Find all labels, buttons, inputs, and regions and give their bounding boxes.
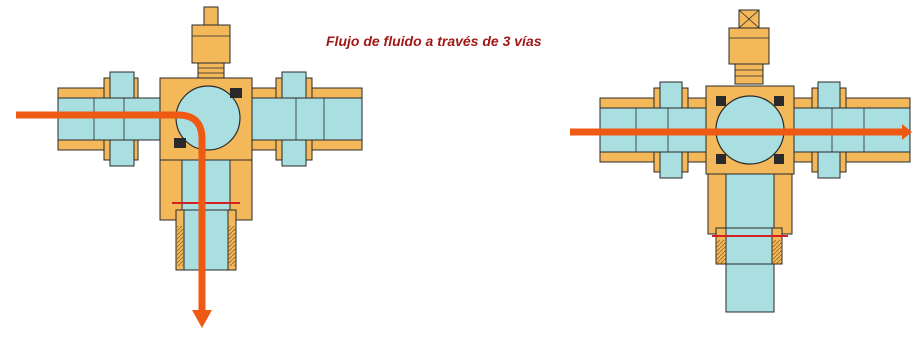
left-valve-body — [159, 77, 253, 161]
left-valve-port-left — [57, 71, 169, 167]
right-valve-port-bottom — [707, 173, 793, 313]
right-valve-stem — [728, 9, 770, 85]
diagram-title: Flujo de fluido a través de 3 vías — [326, 33, 542, 49]
right-valve — [570, 9, 912, 313]
left-valve-flow-arrow — [16, 111, 206, 312]
left-valve-flow-arrowhead — [192, 310, 212, 328]
left-valve-port-bottom — [159, 159, 253, 271]
left-valve-stem — [191, 6, 231, 80]
right-valve-flow-arrowhead — [902, 124, 912, 140]
left-valve — [16, 6, 363, 328]
left-valve-port-right — [243, 71, 363, 167]
